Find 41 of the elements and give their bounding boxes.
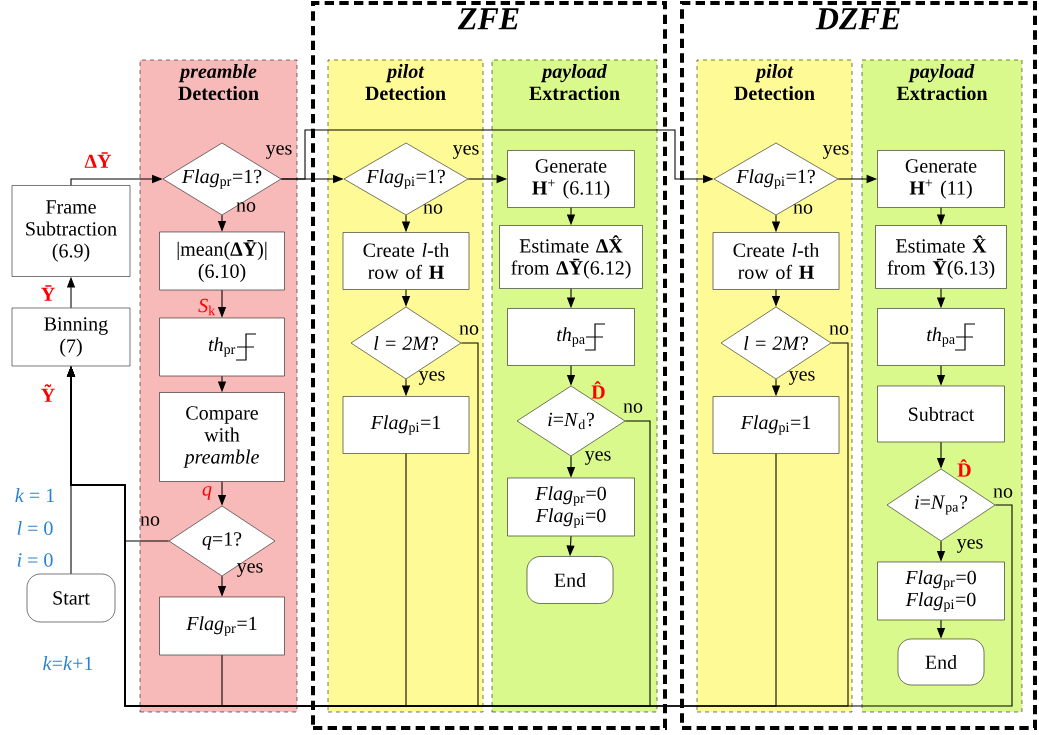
process-box: Frame Subtraction (6.9) [11, 185, 131, 277]
edge-label: no [993, 488, 1013, 498]
variable-note: k=k+1 [43, 656, 93, 670]
process-box: Create l-th row of H [712, 232, 840, 290]
edge-label: no [829, 325, 849, 335]
process-box: Flag$_{pr}$=0 Flag$_{pi}$=0 [877, 561, 1005, 621]
threshold-box: th$_{pr}$ [159, 317, 285, 377]
variable-note: k = 1 [15, 488, 54, 502]
process-box: Flag$_{pr}$=1 [159, 596, 285, 656]
edge-label: Ȳ [41, 285, 55, 301]
edge-label: no [623, 403, 643, 413]
process-box: Estimate ΔX̂ from ΔȲ(6.12) [499, 225, 643, 289]
edge-label: yes [956, 539, 983, 553]
edge-label: ΔȲ [84, 152, 112, 168]
edge-label: Ỹ [41, 384, 55, 402]
process-box: Flag$_{pr}$=0 Flag$_{pi}$=0 [507, 477, 635, 537]
process-box: Binning (7) [11, 307, 131, 367]
process-box: Subtract [877, 385, 1005, 443]
terminal-box: Start [26, 573, 116, 623]
process-box: |mean(ΔȲ)| (6.10) [159, 231, 285, 291]
variable-note: l = 0 [17, 520, 53, 535]
process-box: Create l-th row of H [342, 232, 470, 290]
variable-note: i = 0 [17, 553, 53, 567]
edge-label: no [793, 204, 813, 214]
edge-label: no [236, 202, 256, 212]
process-box: Estimate X̂ from Ȳ(6.13) [875, 225, 1007, 289]
edge-label: S$_{k}$ [198, 298, 216, 316]
terminal-box: End [897, 638, 985, 686]
process-box: Generate H$^{+}$ (11) [877, 150, 1005, 208]
edge-label: q [202, 486, 212, 500]
edge-label: no [423, 204, 443, 214]
process-box: Compare with preamble [159, 392, 285, 482]
threshold-box: th$_{pa}$ [877, 308, 1005, 366]
threshold-box: th$_{pa}$ [507, 308, 635, 366]
process-box: Flag$_{pi}$=1 [342, 396, 470, 454]
edge-label: no [459, 325, 479, 335]
terminal-box: End [526, 556, 614, 604]
process-box: Flag$_{pi}$=1 [712, 396, 840, 454]
edge-label: no [140, 516, 160, 526]
process-box: Generate H$^{+}$ (6.11) [507, 150, 635, 208]
edge-label: yes [236, 563, 263, 577]
